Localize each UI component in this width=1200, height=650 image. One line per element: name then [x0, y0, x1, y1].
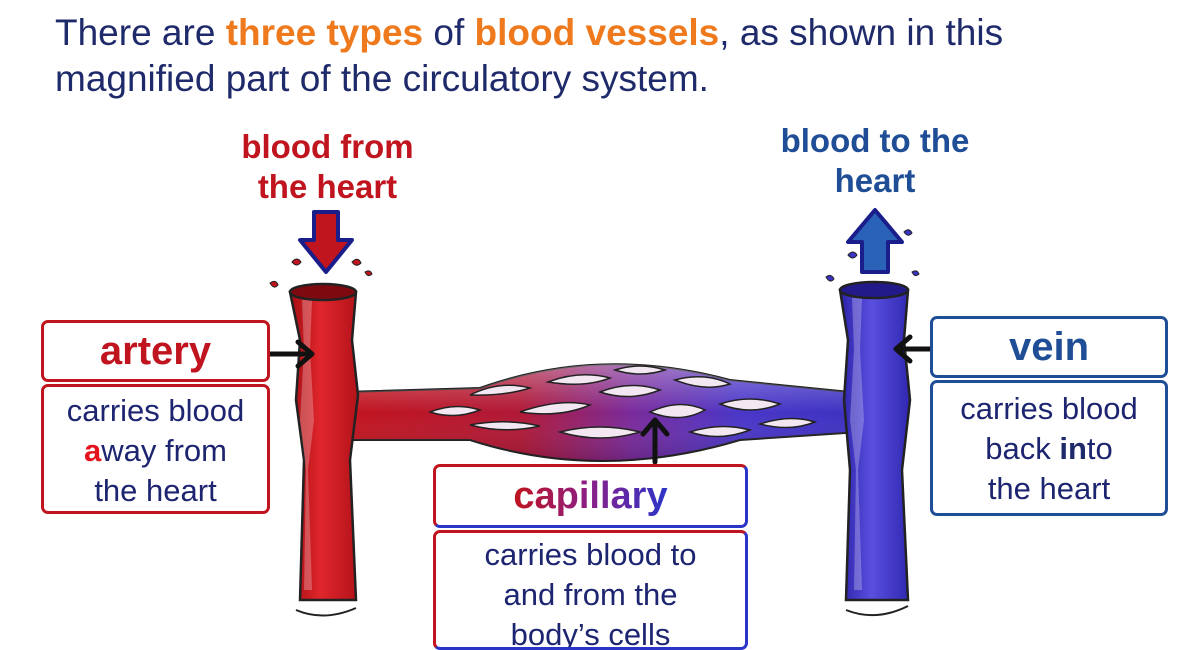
artery-desc-line2: away from [44, 431, 267, 471]
vein-vessel [838, 280, 912, 617]
capillary-title: capillary [433, 464, 748, 528]
artery-vessel [288, 282, 360, 617]
vein-desc-line2: back into [933, 429, 1165, 469]
artery-desc-line3: the heart [94, 473, 217, 508]
capillary-description: carries blood to and from the body’s cel… [433, 530, 748, 650]
vein-desc-emphasis: in [1059, 431, 1087, 466]
intro-text: There are three types of blood vessels, … [55, 10, 1155, 102]
intro-part1: There are [55, 12, 226, 53]
capillary-desc-line1: carries blood to [484, 537, 697, 572]
vein-desc-line2-post: to [1086, 431, 1113, 466]
artery-desc-emphasis: a [84, 433, 102, 468]
artery-title: artery [41, 320, 270, 382]
vein-desc-line1: carries blood [960, 391, 1138, 426]
down-arrow-icon [298, 210, 354, 274]
vein-desc-line3: the heart [987, 471, 1111, 506]
vein-title: vein [930, 316, 1168, 378]
capillary-network [427, 365, 818, 439]
artery-desc-line2-rest: way from [101, 433, 227, 468]
capillary-title-text: capillary [513, 475, 668, 517]
vessel-illustration [267, 208, 941, 617]
vein-description: carries blood back into the heart [930, 380, 1168, 516]
artery-desc-line1: carries blood [66, 393, 245, 428]
capillary-desc-line3: body’s cells [510, 617, 671, 650]
artery-description: carries blood away from the heart [41, 384, 270, 514]
blood-from-heart-label: blood from the heart [241, 128, 414, 205]
intro-highlight-three-types: three types [225, 12, 424, 53]
vein-desc-line2-pre: back [985, 431, 1060, 466]
vein-splashes [825, 229, 920, 282]
artery-pointer-arrow-icon [267, 339, 315, 369]
up-arrow-icon [846, 208, 904, 274]
blood-to-heart-label: blood to the heart [780, 122, 970, 199]
capillary-pointer-arrow-icon [640, 417, 670, 465]
intro-highlight-blood-vessels: blood vessels [474, 12, 720, 53]
capillary-desc-line2: and from the [503, 577, 678, 612]
intro-part2: of [423, 12, 475, 53]
artery-splashes [269, 258, 373, 288]
intro-part3: , as shown in this magnified part of the… [55, 12, 1004, 99]
